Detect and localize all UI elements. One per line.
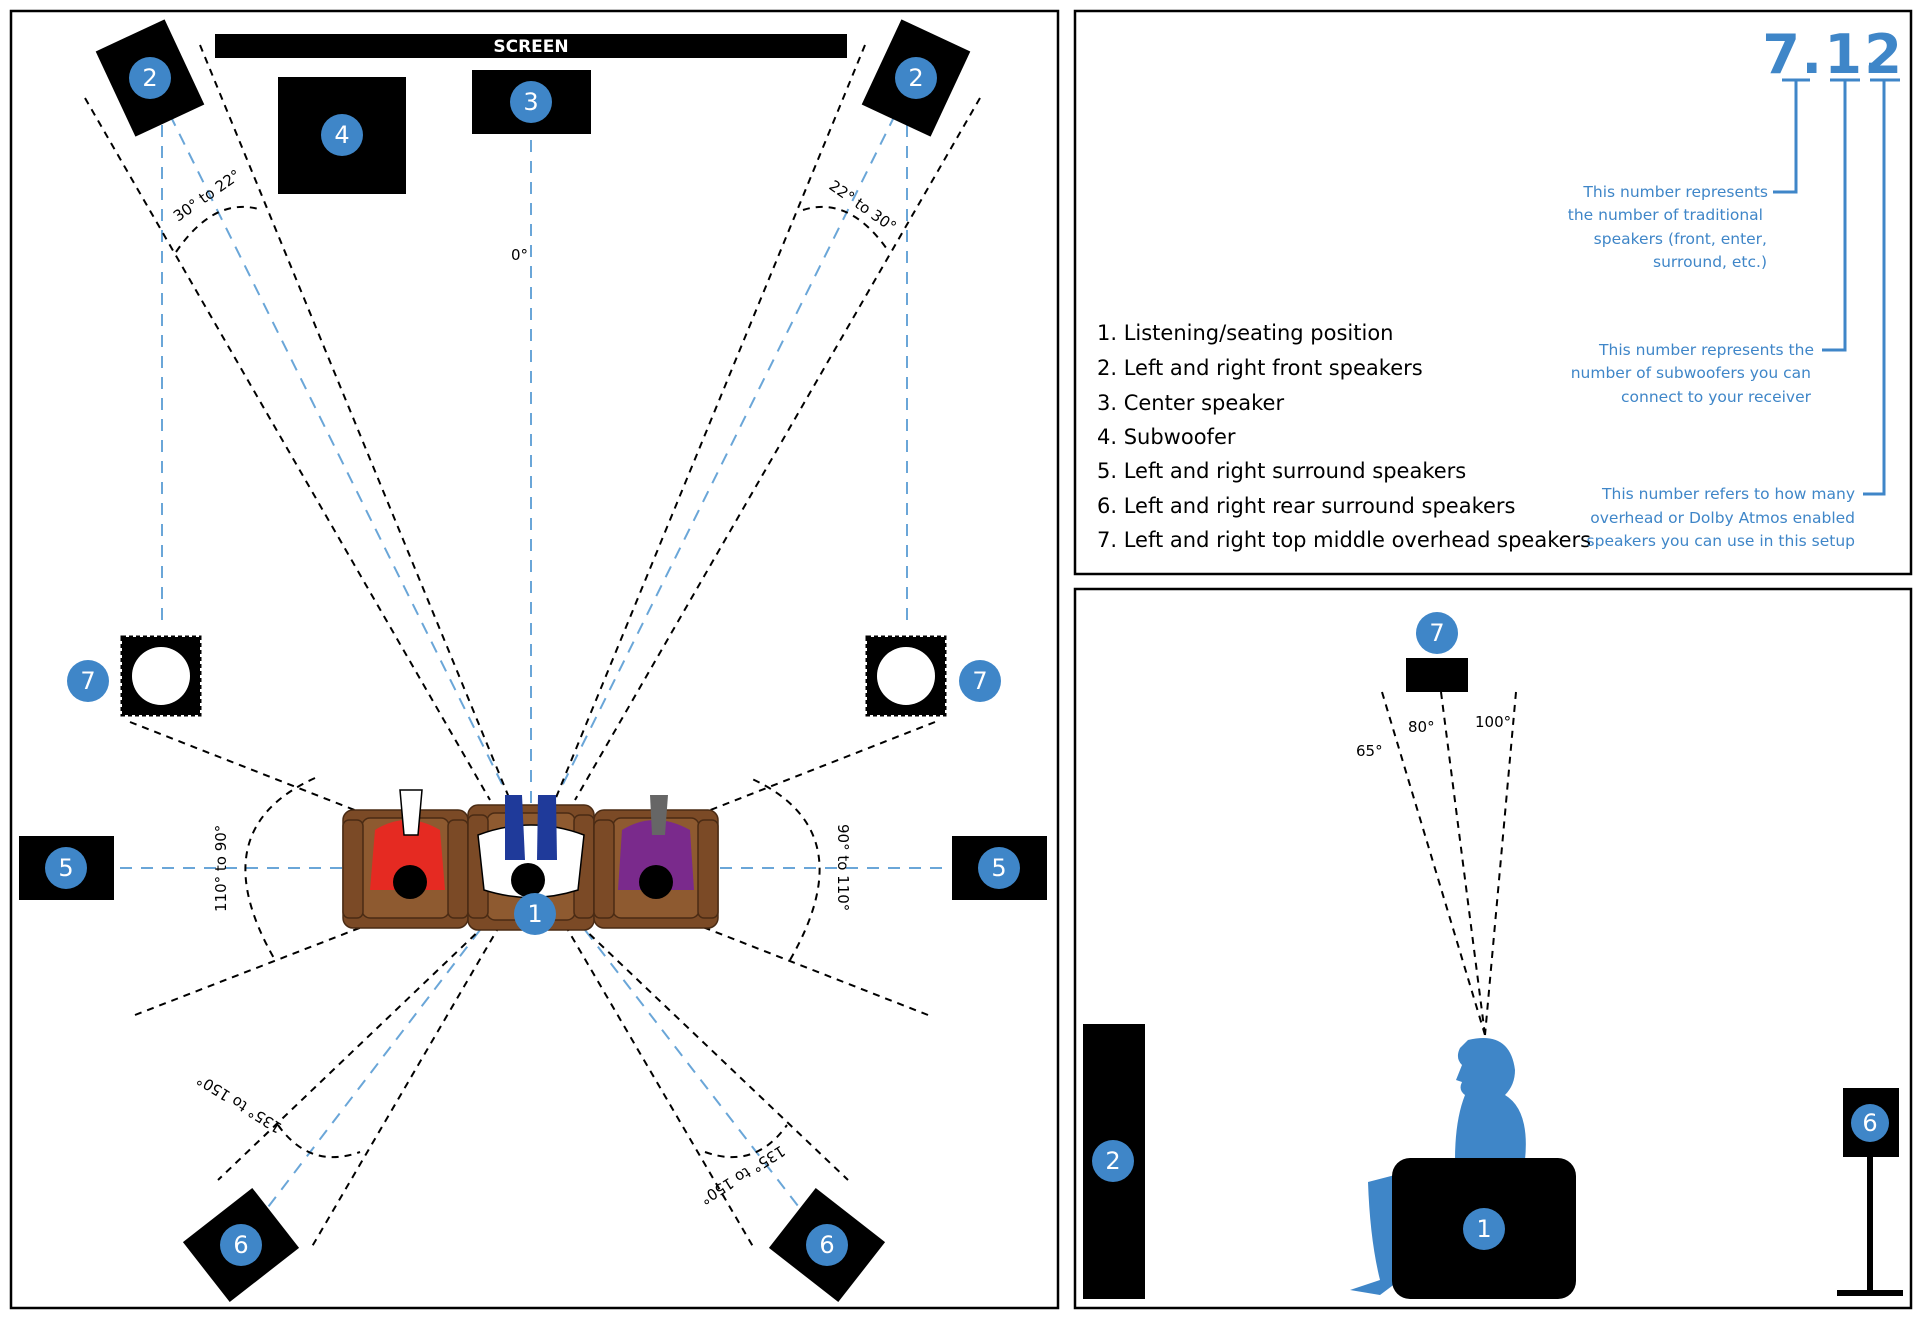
badge-rear-left xyxy=(220,1224,262,1266)
svg-text:2: 2 xyxy=(908,64,923,92)
badge-listener xyxy=(514,893,556,935)
legend-item: 4. Subwoofer xyxy=(1097,425,1236,449)
svg-text:7: 7 xyxy=(972,667,987,695)
badge-overhead-left xyxy=(67,660,109,702)
config-number: 7 . 1 . 2 xyxy=(1762,23,1902,86)
badge-side-rear xyxy=(1851,1104,1889,1142)
screen-bar xyxy=(215,34,847,58)
svg-text:speakers (front, enter,: speakers (front, enter, xyxy=(1594,230,1767,248)
screen-label: SCREEN xyxy=(493,37,568,57)
badge-side-listener xyxy=(1463,1208,1505,1250)
overhead-left-speaker xyxy=(120,635,202,717)
guide-lines xyxy=(120,114,945,1216)
svg-text:5: 5 xyxy=(991,854,1006,882)
svg-text:surround, etc.): surround, etc.) xyxy=(1653,253,1767,271)
svg-text:This number represents the: This number represents the xyxy=(1598,341,1814,359)
listener-silhouette xyxy=(1350,1038,1526,1295)
angle-label-100: 100° xyxy=(1475,713,1511,731)
angle-label-80: 80° xyxy=(1408,718,1435,736)
svg-text:6: 6 xyxy=(1862,1109,1877,1137)
legend-item: 3. Center speaker xyxy=(1097,391,1284,415)
note-traditional: This number represents the number of tra… xyxy=(1568,183,1768,271)
badge-front-left xyxy=(129,57,171,99)
angle-label-center: 0° xyxy=(511,246,528,264)
angle-label-surround-right: 90° to 110° xyxy=(834,824,852,911)
svg-text:1: 1 xyxy=(527,900,542,928)
chair-right xyxy=(593,795,719,929)
note-overhead: This number refers to how many overhead … xyxy=(1587,485,1855,550)
config-part-1: 7 xyxy=(1762,23,1800,86)
svg-text:1: 1 xyxy=(1476,1215,1491,1243)
badge-side-front xyxy=(1092,1140,1134,1182)
svg-text:7: 7 xyxy=(1429,619,1444,647)
svg-text:4: 4 xyxy=(334,121,349,149)
note-subwoofers: This number represents the number of sub… xyxy=(1571,341,1814,406)
svg-text:number of subwoofers you can: number of subwoofers you can xyxy=(1571,364,1811,382)
legend-item: 5. Left and right surround speakers xyxy=(1097,459,1466,483)
badge-side-overhead xyxy=(1416,612,1458,654)
legend-item: 6. Left and right rear surround speakers xyxy=(1097,494,1516,518)
svg-text:overhead or Dolby Atmos enable: overhead or Dolby Atmos enabled xyxy=(1590,509,1855,527)
legend-item: 1. Listening/seating position xyxy=(1097,321,1394,345)
svg-text:7: 7 xyxy=(80,667,95,695)
overhead-angle-lines xyxy=(1381,691,1517,1036)
config-dot-1: . xyxy=(1801,23,1822,86)
svg-text:5: 5 xyxy=(58,854,73,882)
legend-list: 1. Listening/seating position 2. Left an… xyxy=(1097,321,1591,552)
angle-label-surround-left: 110° to 90° xyxy=(212,825,230,912)
badge-rear-right xyxy=(806,1224,848,1266)
legend-panel xyxy=(1073,9,1913,576)
angle-label-65: 65° xyxy=(1356,742,1383,760)
svg-text:the number of traditional: the number of traditional xyxy=(1568,206,1763,224)
seating-row xyxy=(342,789,719,931)
overhead-right-speaker xyxy=(865,635,947,717)
config-dot-2: . xyxy=(1863,23,1884,86)
legend-item: 2. Left and right front speakers xyxy=(1097,356,1423,380)
svg-text:2: 2 xyxy=(1105,1147,1120,1175)
chair-left xyxy=(342,789,469,929)
badge-surround-left xyxy=(45,847,87,889)
svg-text:This number represents: This number represents xyxy=(1582,183,1768,201)
legend-item: 7. Left and right top middle overhead sp… xyxy=(1097,528,1591,552)
chair-middle xyxy=(467,795,595,931)
svg-text:This number refers to how many: This number refers to how many xyxy=(1601,485,1855,503)
svg-text:connect to your receiver: connect to your receiver xyxy=(1621,388,1812,406)
svg-text:2: 2 xyxy=(142,64,157,92)
side-overhead-speaker xyxy=(1406,658,1468,692)
badge-surround-right xyxy=(978,847,1020,889)
badge-front-right xyxy=(895,57,937,99)
svg-text:3: 3 xyxy=(523,88,538,116)
badge-overhead-right xyxy=(959,660,1001,702)
config-brackets xyxy=(1773,78,1900,496)
config-part-3: 2 xyxy=(1864,23,1902,86)
svg-text:6: 6 xyxy=(819,1231,834,1259)
badge-center xyxy=(510,81,552,123)
angle-boundaries xyxy=(84,44,981,1251)
config-part-2: 1 xyxy=(1824,23,1862,86)
badge-subwoofer xyxy=(321,114,363,156)
svg-text:speakers you can use in this s: speakers you can use in this setup xyxy=(1587,532,1855,550)
svg-text:6: 6 xyxy=(233,1231,248,1259)
